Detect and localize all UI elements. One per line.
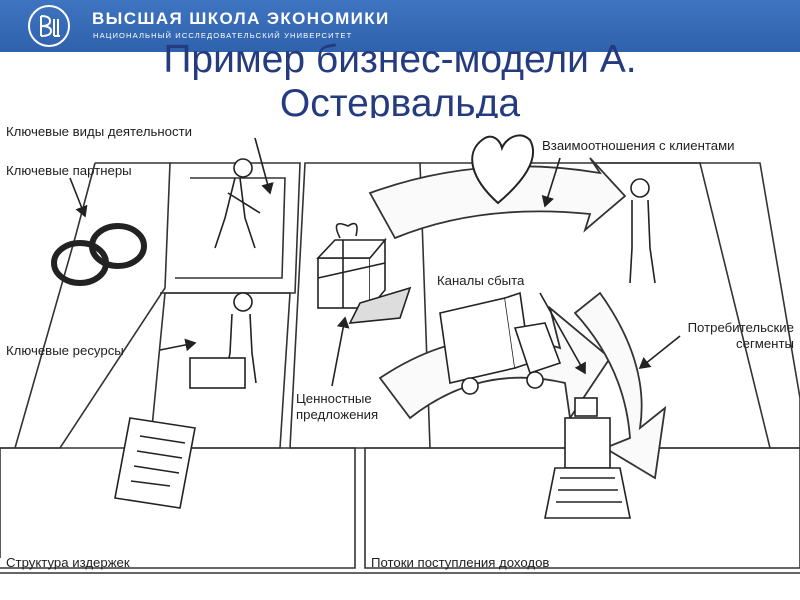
label-cost-structure: Структура издержек [6, 555, 130, 570]
label-channels: Каналы сбыта [437, 273, 525, 288]
label-key-activities: Ключевые виды деятельности [6, 124, 193, 139]
label-key-resources: Ключевые ресурсы [6, 343, 124, 358]
cash-register-icon [544, 397, 631, 519]
label-customer-segments: Потребительские сегменты [687, 320, 794, 351]
label-revenue-streams: Потоки поступления доходов [371, 555, 550, 570]
truck-icon [439, 291, 562, 395]
heart-icon [471, 134, 535, 205]
document-icon [114, 417, 196, 509]
org-name: ВЫСШАЯ ШКОЛА ЭКОНОМИКИ [92, 9, 390, 28]
slide-title: Пример бизнес-модели А. Остервальда [163, 38, 637, 125]
university-logo-icon [28, 5, 70, 47]
rings-icon [51, 223, 147, 286]
header-bar: ВЫСШАЯ ШКОЛА ЭКОНОМИКИ НАЦИОНАЛЬНЫЙ ИССЛ… [0, 0, 800, 52]
person-icon [629, 178, 656, 284]
org-subtitle: НАЦИОНАЛЬНЫЙ ИССЛЕДОВАТЕЛЬСКИЙ УНИВЕРСИТ… [93, 31, 353, 40]
label-arrows [69, 137, 681, 387]
label-customer-relationships: Взаимоотношения с клиентами [542, 138, 735, 153]
person-icon [189, 292, 257, 389]
gift-box-icon [316, 222, 412, 324]
label-value-propositions: Ценностные предложения [296, 391, 379, 422]
label-key-partners: Ключевые партнеры [6, 163, 132, 178]
person-icon [214, 158, 261, 249]
canvas-illustration [0, 134, 800, 574]
